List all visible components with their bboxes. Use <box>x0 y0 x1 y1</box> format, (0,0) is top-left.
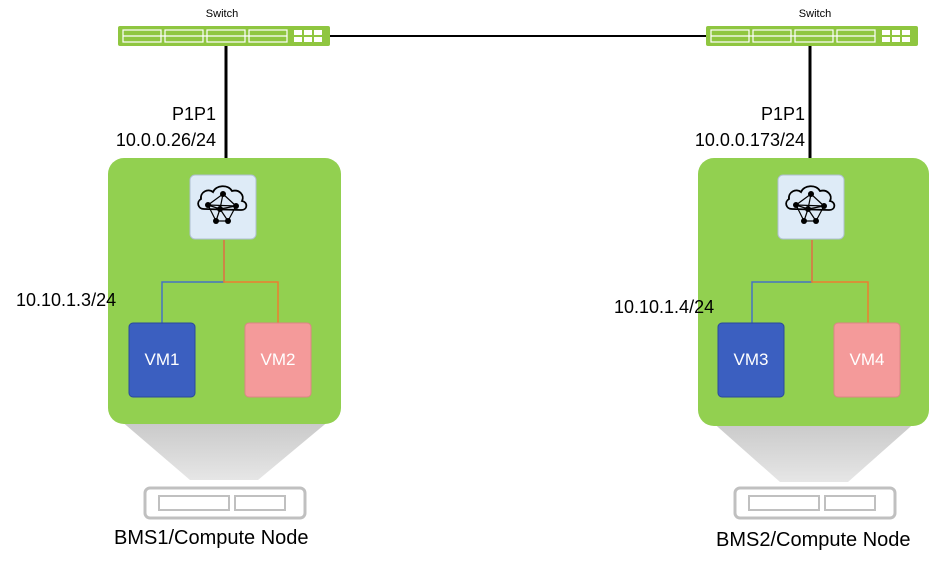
server-icon <box>733 486 897 520</box>
vrouter-box <box>189 174 257 240</box>
vrouter-cloud-icon <box>785 185 836 224</box>
vm-label: VM4 <box>849 350 885 369</box>
server-icon <box>143 486 307 520</box>
node-label: BMS1/Compute Node <box>114 527 309 549</box>
interface-ip: 10.0.0.26/24 <box>115 130 216 150</box>
vm-link-orange <box>223 240 279 325</box>
interface-name: P1P1 <box>760 104 805 124</box>
switch-label-1: Switch <box>205 8 239 20</box>
vm-box-blue <box>717 322 785 398</box>
vm-label: VM3 <box>733 350 769 369</box>
vm-box-blue <box>128 322 196 398</box>
switch-label-2: Switch <box>798 8 832 20</box>
vm-network-ip: 10.10.1.4/24 <box>614 297 715 317</box>
vm-network-ip: 10.10.1.3/24 <box>16 290 117 310</box>
vm-label: VM2 <box>260 350 296 369</box>
interface-ip: 10.0.0.173/24 <box>694 130 805 150</box>
node-label: BMS2/Compute Node <box>716 529 911 551</box>
host-base-funnel <box>120 420 330 480</box>
vm-box-pink <box>833 322 901 398</box>
switch-icon <box>118 26 330 46</box>
vm-box-pink <box>244 322 312 398</box>
vrouter-cloud-icon <box>197 185 248 224</box>
switch-icon <box>706 26 918 46</box>
interface-name: P1P1 <box>171 104 216 124</box>
vrouter-box <box>777 174 845 240</box>
vm-link-orange <box>811 240 869 325</box>
host-base-funnel <box>710 420 918 482</box>
vm-label: VM1 <box>144 350 180 369</box>
